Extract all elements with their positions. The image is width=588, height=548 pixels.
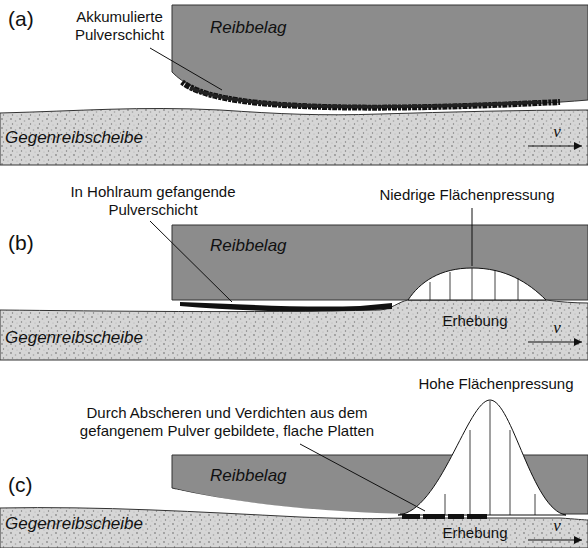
velocity-arrow xyxy=(528,342,582,343)
callout-label: Erhebung xyxy=(440,524,510,542)
callout-label: Niedrige Flächenpressung xyxy=(362,186,572,204)
velocity-arrow xyxy=(528,540,582,541)
friction-pad-shape xyxy=(172,5,588,108)
counter-disc: Gegenreibscheibe xyxy=(0,108,588,165)
velocity-arrow xyxy=(574,536,582,544)
counter-disc-shape xyxy=(0,300,588,360)
pressure-distribution xyxy=(408,268,546,300)
pressure-lines xyxy=(430,268,518,300)
flat-plates xyxy=(402,514,487,519)
callout-label: In Hohlraum gefangende Pulverschicht xyxy=(58,183,248,219)
friction-pad-shape xyxy=(172,225,588,300)
part-name: Reibbelag xyxy=(210,466,287,486)
panel-letter: (c) xyxy=(8,472,48,497)
part-name: Gegenreibscheibe xyxy=(5,128,143,148)
callout-label: Hohe Flächenpressung xyxy=(408,375,584,393)
counter-disc-shape xyxy=(0,108,588,165)
velocity-arrow xyxy=(528,146,582,147)
pressure-lines xyxy=(445,401,535,515)
contact-gap xyxy=(176,491,400,515)
panel-letter: (b) xyxy=(8,230,48,255)
part-name: Reibbelag xyxy=(210,236,287,256)
leader-line xyxy=(472,208,473,266)
friction-pad: Reibbelag xyxy=(170,5,588,113)
callout-label: Akkumulierte Pulverschicht xyxy=(62,8,177,44)
callout-label: Durch Abscheren und Verdichten aus dem g… xyxy=(52,404,402,440)
powder-layer xyxy=(182,82,560,108)
part-name: Reibbelag xyxy=(210,18,287,38)
velocity-arrow xyxy=(574,142,582,150)
velocity-arrow xyxy=(574,338,582,346)
leader-line xyxy=(150,221,232,302)
velocity-symbol: v xyxy=(549,318,565,338)
leader-line xyxy=(300,444,425,511)
pressure-distribution xyxy=(398,400,566,515)
velocity-symbol: v xyxy=(549,516,565,536)
trapped-powder xyxy=(180,302,392,311)
part-name: Gegenreibscheibe xyxy=(5,514,143,534)
velocity-symbol: v xyxy=(549,122,565,142)
powder-layer xyxy=(190,88,540,107)
callout-label: Erhebung xyxy=(440,312,510,330)
part-name: Gegenreibscheibe xyxy=(5,328,143,348)
panel-letter: (a) xyxy=(8,6,48,31)
leader-line xyxy=(150,48,222,90)
